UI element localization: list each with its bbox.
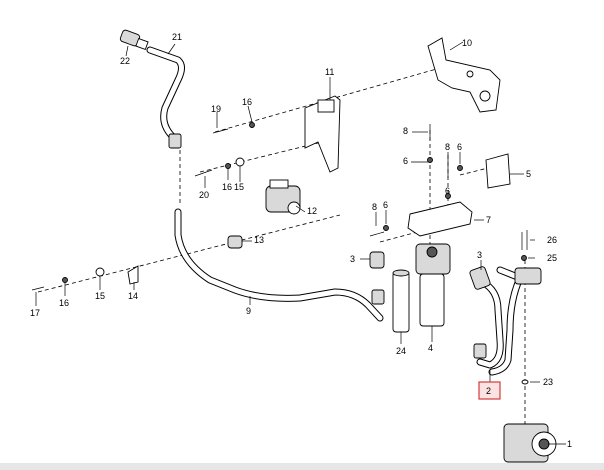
callout-3-left[interactable]: 3 <box>350 254 355 264</box>
callout-8-a[interactable]: 8 <box>403 126 408 136</box>
pump-1 <box>503 423 557 463</box>
bracket-5 <box>485 153 511 189</box>
washer-23 <box>521 379 529 385</box>
callout-23[interactable]: 23 <box>543 377 553 387</box>
callout-8-c[interactable]: 8 <box>372 202 377 212</box>
nut-25 <box>521 255 527 261</box>
callout-17[interactable]: 17 <box>30 308 40 318</box>
bracket-10 <box>427 37 501 113</box>
callout-16-b[interactable]: 16 <box>222 182 232 192</box>
nut-6-c <box>383 225 389 231</box>
nut-16-top <box>249 122 255 128</box>
bottom-scroll-strip <box>0 463 604 470</box>
callout-13[interactable]: 13 <box>254 235 264 245</box>
callout-3-right[interactable]: 3 <box>477 250 482 260</box>
callout-15-a[interactable]: 15 <box>95 291 105 301</box>
callout-4[interactable]: 4 <box>428 343 433 353</box>
callout-7[interactable]: 7 <box>486 215 491 225</box>
part-2-highlight-box[interactable] <box>478 381 501 400</box>
nut-13 <box>227 235 243 249</box>
callout-16-a[interactable]: 16 <box>242 97 252 107</box>
callout-25[interactable]: 25 <box>547 253 557 263</box>
callout-6-c[interactable]: 6 <box>445 186 450 196</box>
fitting-9-end <box>371 289 385 305</box>
callout-21[interactable]: 21 <box>172 32 182 42</box>
fitting-2-end <box>473 343 487 359</box>
callout-labels: 1 2 3 3 4 5 6 6 6 6 7 8 8 8 9 10 11 12 1… <box>30 32 572 449</box>
callout-1[interactable]: 1 <box>567 439 572 449</box>
bolt-17 <box>31 286 45 291</box>
bolt-8-left <box>369 231 385 237</box>
callout-10[interactable]: 10 <box>462 38 472 48</box>
nut-6-b <box>457 165 463 171</box>
fitting-22 <box>119 29 149 51</box>
callout-6-a[interactable]: 6 <box>403 156 408 166</box>
callout-16-c[interactable]: 16 <box>59 298 69 308</box>
callout-6-d[interactable]: 6 <box>383 200 388 210</box>
bolt-19 <box>212 128 229 134</box>
filter-element-24 <box>392 269 410 333</box>
callout-6-b[interactable]: 6 <box>457 142 462 152</box>
fitting-3-left <box>369 251 385 269</box>
mount-plate-7 <box>407 201 473 237</box>
callout-11[interactable]: 11 <box>325 67 334 77</box>
clamp-12 <box>265 179 301 215</box>
callout-5[interactable]: 5 <box>526 169 531 179</box>
nut-16-mid <box>225 163 231 169</box>
clip-14 <box>127 265 139 285</box>
callout-22[interactable]: 22 <box>120 56 130 66</box>
nut-16 <box>62 277 68 283</box>
hose-lines <box>146 46 524 376</box>
washer-15 <box>95 267 105 277</box>
parts <box>31 29 557 463</box>
callout-20[interactable]: 20 <box>199 190 209 200</box>
bracket-11 <box>304 95 341 173</box>
callout-26[interactable]: 26 <box>547 235 557 245</box>
connector-block <box>514 267 542 285</box>
fitting-3-right <box>469 266 491 290</box>
leader-lines <box>35 41 566 445</box>
assembly-axes <box>37 67 526 425</box>
washer-15-top <box>235 157 245 167</box>
callout-24[interactable]: 24 <box>396 346 406 356</box>
nut-6-d <box>445 193 451 199</box>
callout-14[interactable]: 14 <box>128 291 138 301</box>
callout-19[interactable]: 19 <box>211 104 221 114</box>
callout-8-b[interactable]: 8 <box>445 142 450 152</box>
nut-6-a <box>427 157 433 163</box>
bolt-20 <box>194 169 213 177</box>
filter-housing-4 <box>415 243 451 327</box>
callout-9[interactable]: 9 <box>246 306 251 316</box>
callout-12[interactable]: 12 <box>307 206 317 216</box>
callout-15-b[interactable]: 15 <box>234 182 244 192</box>
callout-2[interactable]: 2 <box>486 386 491 396</box>
fitting-21-end <box>168 133 182 149</box>
